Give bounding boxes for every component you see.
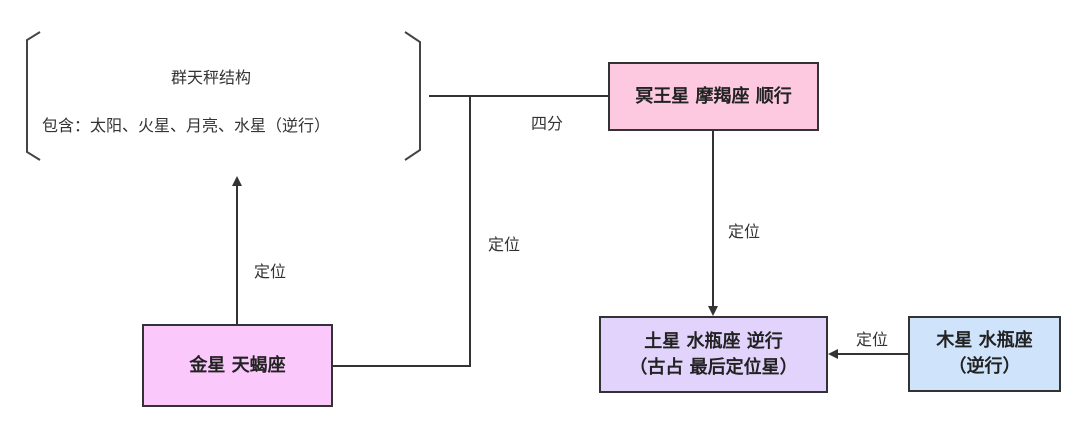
venus-to-pluto-line — [333, 96, 471, 367]
venus-node: 金星 天蝎座 — [142, 324, 333, 407]
jupiter-to-saturn-label: 定位 — [856, 330, 889, 349]
saturn-node-line2: （古占 最后定位星） — [629, 356, 798, 378]
pluto-node: 冥王星 摩羯座 顺行 — [608, 62, 819, 131]
group-bracket-right — [404, 31, 421, 161]
group-title: 群天秤结构 — [171, 68, 252, 87]
jupiter-node-line1: 木星 水瓶座 — [936, 330, 1033, 351]
pluto-to-saturn-label: 定位 — [728, 222, 761, 241]
group-bracket-left — [26, 31, 41, 161]
venus-to-group-label: 定位 — [254, 262, 287, 281]
saturn-node: 土星 水瓶座 逆行 （古占 最后定位星） — [599, 316, 828, 393]
jupiter-node-line2: （逆行） — [948, 356, 1021, 377]
saturn-node-line1: 土星 水瓶座 逆行 — [644, 330, 783, 352]
venus-node-label: 金星 天蝎座 — [189, 354, 286, 376]
group-content: 包含：太阳、火星、月亮、水星（逆行） — [42, 116, 331, 135]
venus-to-pluto-label: 定位 — [488, 235, 521, 254]
pluto-node-label: 冥王星 摩羯座 顺行 — [635, 85, 792, 107]
square-aspect-label: 四分 — [531, 114, 564, 133]
jupiter-node: 木星 水瓶座 （逆行） — [908, 316, 1061, 392]
